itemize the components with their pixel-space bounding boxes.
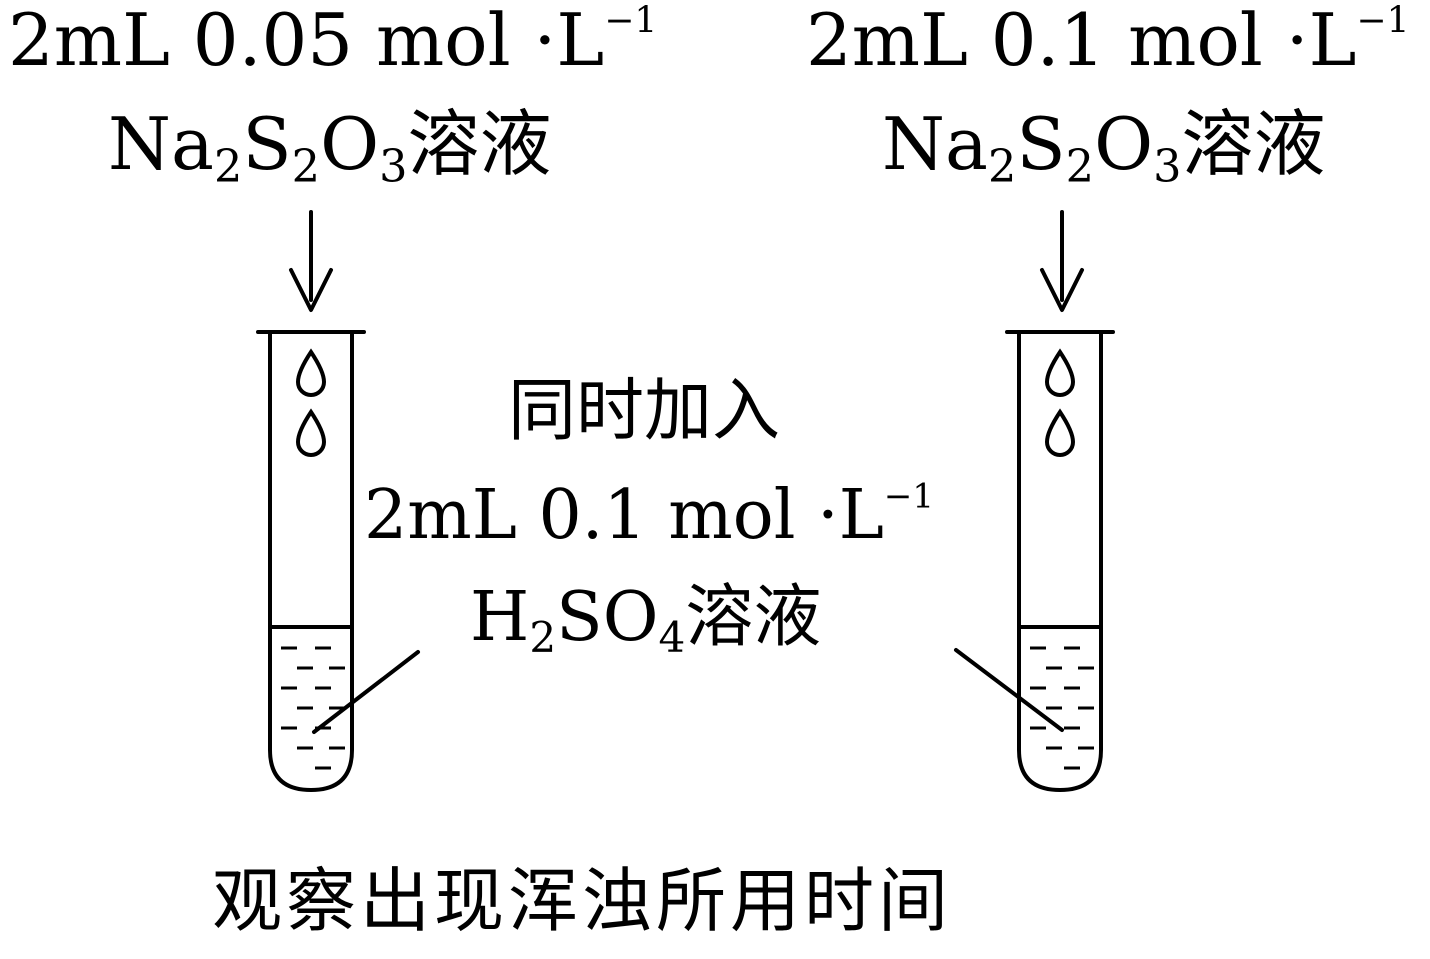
right-test-tube xyxy=(1005,330,1115,792)
center-concentration: 2mL 0.1 mol ·L−1 xyxy=(364,479,934,550)
left-sub-2a: 2 xyxy=(213,140,243,193)
right-leader-line xyxy=(954,648,1064,732)
left-reagent-unit: L xyxy=(556,0,605,82)
left-reagent-name: Na2S2O3溶液 xyxy=(108,108,552,189)
left-formula-na: Na xyxy=(108,102,214,186)
left-liquid-hatching xyxy=(281,646,345,770)
left-formula-s: S xyxy=(242,102,292,186)
right-droplet-1 xyxy=(1044,348,1076,397)
left-sub-2b: 2 xyxy=(291,140,321,193)
center-sub-4: 4 xyxy=(658,612,686,662)
left-droplet-1 xyxy=(295,348,327,397)
left-reagent-dot: · xyxy=(533,0,557,82)
right-formula-o: O xyxy=(1094,102,1154,186)
left-arrow-head xyxy=(289,268,333,312)
center-exponent: −1 xyxy=(883,476,934,517)
right-arrow-head xyxy=(1040,268,1084,312)
left-formula-o: O xyxy=(320,102,380,186)
left-reagent-exponent: −1 xyxy=(604,0,658,42)
right-solution-word: 溶液 xyxy=(1181,102,1326,186)
right-sub-3: 3 xyxy=(1153,140,1182,193)
right-reagent-dot: · xyxy=(1285,0,1309,82)
center-action-text: 同时加入 xyxy=(508,372,781,451)
left-droplet-2 xyxy=(295,408,327,457)
center-amount: 2mL 0.1 mol xyxy=(364,476,796,555)
right-reagent-amount: 2mL 0.1 mol xyxy=(806,0,1263,82)
right-formula-na: Na xyxy=(882,102,988,186)
left-reagent-amount: 2mL 0.05 mol xyxy=(8,0,511,82)
right-sub-2a: 2 xyxy=(987,140,1017,193)
center-sub-2: 2 xyxy=(529,612,557,662)
right-reagent-concentration: 2mL 0.1 mol ·L−1 xyxy=(806,0,1410,76)
center-solution-word: 溶液 xyxy=(685,578,822,657)
right-formula-s: S xyxy=(1016,102,1066,186)
left-leader-line xyxy=(312,650,420,734)
left-reagent-concentration: 2mL 0.05 mol ·L−1 xyxy=(8,0,658,76)
right-sub-2b: 2 xyxy=(1065,140,1095,193)
left-test-tube xyxy=(256,330,366,792)
center-dot: · xyxy=(817,476,839,555)
left-solution-word: 溶液 xyxy=(407,102,552,186)
left-sub-3: 3 xyxy=(379,140,408,193)
right-reagent-unit: L xyxy=(1308,0,1357,82)
center-reagent-name: H2SO4溶液 xyxy=(470,584,821,659)
right-reagent-name: Na2S2O3溶液 xyxy=(882,108,1326,189)
caption: 观察出现浑浊所用时间 xyxy=(212,860,952,942)
center-formula-h: H xyxy=(470,578,530,657)
center-unit: L xyxy=(838,476,884,555)
center-formula-so: SO xyxy=(556,578,659,657)
right-droplet-2 xyxy=(1044,408,1076,457)
right-reagent-exponent: −1 xyxy=(1356,0,1410,42)
right-liquid-hatching xyxy=(1030,646,1094,770)
